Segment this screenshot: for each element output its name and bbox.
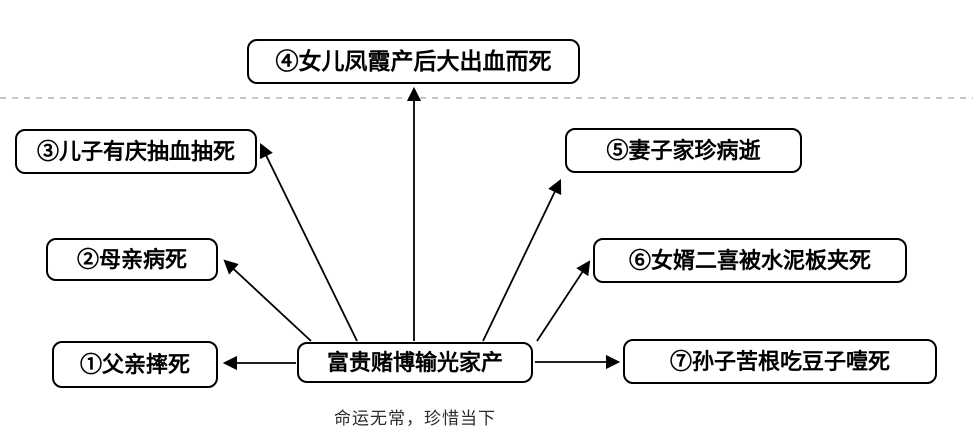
arrow-center-to-mother (223, 259, 312, 342)
node-center-gambling: 富贵赌博输光家产 (297, 342, 533, 383)
arrow-center-to-wife (482, 179, 562, 342)
node-son-death: ③儿子有庆抽血抽死 (15, 129, 257, 174)
node-mother-death: ②母亲病死 (46, 238, 218, 281)
node-son-in-law-death: ⑥女婿二喜被水泥板夹死 (593, 238, 907, 283)
caption-text: 命运无常，珍惜当下 (334, 409, 496, 428)
node-wife-death: ⑤妻子家珍病逝 (565, 128, 802, 173)
node-grandson-death: ⑦孙子苦根吃豆子噎死 (623, 339, 937, 384)
node-father-death: ①父亲摔死 (52, 341, 218, 388)
arrow-center-to-son (259, 143, 358, 342)
node-daughter-death: ④女儿凤霞产后大出血而死 (247, 39, 580, 84)
arrow-center-to-son-in-law (536, 260, 591, 342)
